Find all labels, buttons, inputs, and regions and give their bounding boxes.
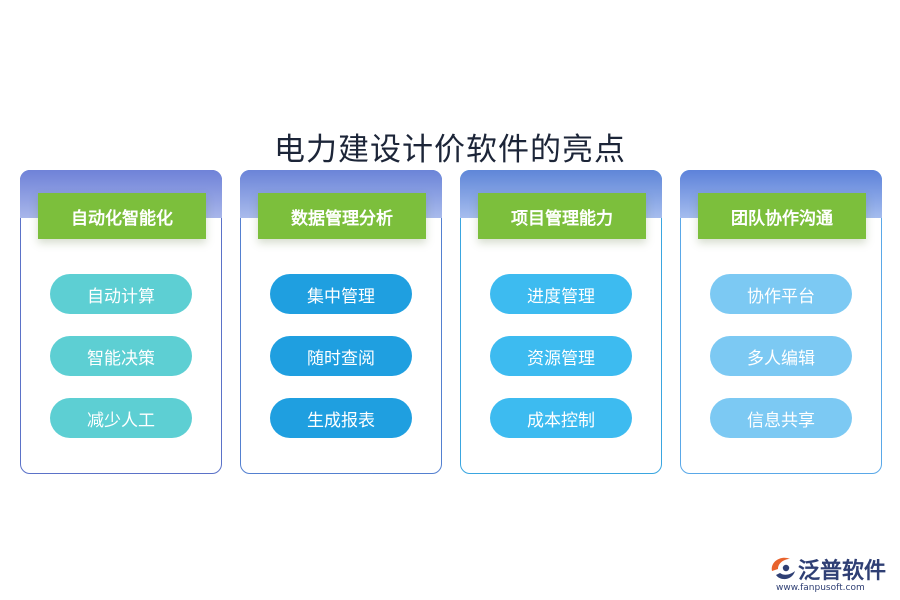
brand-logo: 泛普软件 www.fanpusoft.com	[768, 553, 894, 593]
diagram-title: 电力建设计价软件的亮点	[274, 132, 626, 168]
card-project-management: 项目管理能力 进度管理 资源管理 成本控制	[460, 170, 662, 474]
item-pill: 协作平台	[710, 274, 852, 314]
brand-name: 泛普软件	[798, 559, 887, 584]
item-pill: 多人编辑	[710, 336, 852, 376]
item-pill: 智能决策	[50, 336, 192, 376]
item-pill: 随时查阅	[270, 336, 412, 376]
card-data-management: 数据管理分析 集中管理 随时查阅 生成报表	[240, 170, 442, 474]
card-header: 数据管理分析	[258, 193, 426, 239]
card-header: 自动化智能化	[38, 193, 206, 239]
item-pill: 自动计算	[50, 274, 192, 314]
item-pill: 成本控制	[490, 398, 632, 438]
card-header: 团队协作沟通	[698, 193, 866, 239]
item-pill: 集中管理	[270, 274, 412, 314]
item-pill: 生成报表	[270, 398, 412, 438]
item-pill: 资源管理	[490, 336, 632, 376]
brand-logo-icon	[771, 557, 795, 580]
card-header: 项目管理能力	[478, 193, 646, 239]
card-automation: 自动化智能化 自动计算 智能决策 减少人工	[20, 170, 222, 474]
item-pill: 进度管理	[490, 274, 632, 314]
brand-url: www.fanpusoft.com	[776, 583, 865, 593]
item-pill: 信息共享	[710, 398, 852, 438]
item-pill: 减少人工	[50, 398, 192, 438]
card-team-collaboration: 团队协作沟通 协作平台 多人编辑 信息共享	[680, 170, 882, 474]
